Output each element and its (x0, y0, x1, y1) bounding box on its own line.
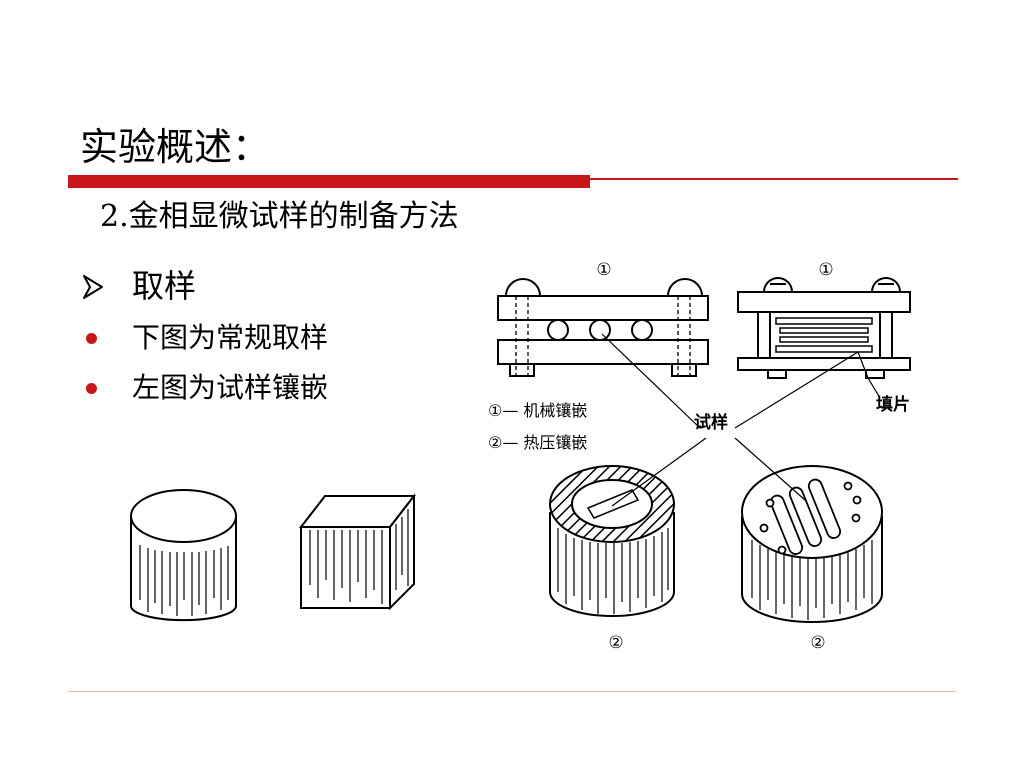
bullet-item-text: 下图为常规取样 (132, 321, 329, 354)
figure-labels: ① ① ①— 机械镶嵌 ②— 热压镶嵌 试样 填片 ② ② (488, 260, 910, 653)
legend-mechanical-mounting: ①— 机械镶嵌 (488, 401, 587, 420)
footer-divider (68, 691, 956, 692)
label-specimen: 试样 (694, 412, 728, 433)
cube-sample-drawing (298, 493, 417, 611)
label-filler: 填片 (876, 394, 910, 415)
bullet-main-text: 取样 (132, 267, 197, 305)
bullet-item-text: 左图为试样镶嵌 (132, 371, 329, 404)
leader-lines (601, 333, 881, 507)
mechanical-mount-sample-drawing (549, 465, 675, 617)
title-underline-thin (590, 178, 958, 180)
cylinder-sample-drawing (130, 489, 237, 622)
mechanical-clamp-drawing (497, 278, 709, 377)
arrow-bullet-icon (83, 275, 103, 299)
slide-subtitle: 2.金相显微试样的制备方法 (100, 199, 459, 234)
marker-one-right: ① (818, 260, 833, 280)
marker-one-left: ① (596, 260, 611, 280)
legend-hot-press-mounting: ②— 热压镶嵌 (488, 433, 587, 452)
dot-bullet-icon (86, 383, 97, 394)
marker-two-left: ② (608, 633, 623, 653)
slide-title: 实验概述： (80, 125, 271, 169)
marker-two-right: ② (810, 633, 825, 653)
title-underline-thick (68, 175, 590, 188)
hot-press-mount-sample-drawing (741, 465, 883, 623)
filler-clamp-drawing (737, 277, 911, 379)
dot-bullet-icon (86, 333, 97, 344)
